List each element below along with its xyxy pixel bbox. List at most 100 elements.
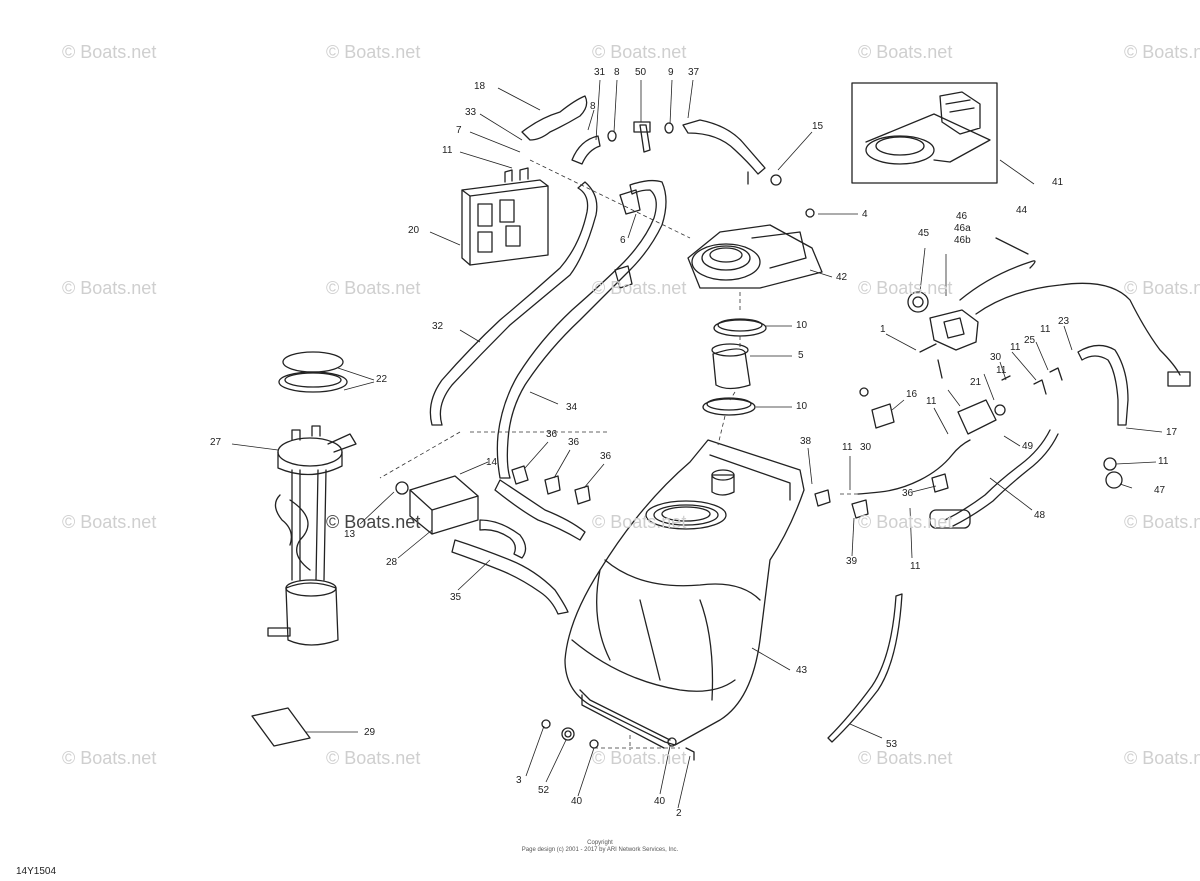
callout-44[interactable]: 44 <box>1016 205 1028 216</box>
callout-37[interactable]: 37 <box>688 67 700 78</box>
callout-47[interactable]: 47 <box>1154 485 1166 496</box>
callout-16[interactable]: 16 <box>906 389 918 400</box>
callout-7[interactable]: 7 <box>456 125 462 136</box>
watermark: © Boats.net <box>592 42 687 62</box>
callout-4[interactable]: 4 <box>862 209 868 220</box>
watermark: © Boats.net <box>326 512 421 532</box>
hose-34 <box>496 179 667 479</box>
watermark: © Boats.net <box>62 512 157 532</box>
watermark: © Boats.net <box>592 278 687 298</box>
callout-49[interactable]: 49 <box>1022 441 1034 452</box>
callout-21[interactable]: 21 <box>970 377 982 388</box>
diagram-code: 14Y1504 <box>16 866 57 877</box>
callout-11[interactable]: 11 <box>910 561 921 572</box>
callout-9[interactable]: 9 <box>668 67 674 78</box>
callout-23[interactable]: 23 <box>1058 316 1070 327</box>
callout-28[interactable]: 28 <box>386 557 398 568</box>
watermark: © Boats.net <box>326 42 421 62</box>
callout-36[interactable]: 36 <box>600 451 612 462</box>
leader-lines <box>231 79 1163 809</box>
callout-11[interactable]: 11 <box>1010 342 1021 353</box>
callout-32[interactable]: 32 <box>432 321 444 332</box>
callout-40[interactable]: 40 <box>571 796 583 807</box>
watermark: © Boats.net <box>858 512 953 532</box>
callout-53[interactable]: 53 <box>886 739 898 750</box>
callout-36[interactable]: 36 <box>902 488 914 499</box>
callout-10[interactable]: 10 <box>796 401 808 412</box>
callout-17[interactable]: 17 <box>1166 427 1178 438</box>
callout-1[interactable]: 1 <box>880 324 886 335</box>
callout-43[interactable]: 43 <box>796 665 808 676</box>
callout-8[interactable]: 8 <box>614 67 620 78</box>
callout-39[interactable]: 39 <box>846 556 858 567</box>
callout-11[interactable]: 11 <box>1040 324 1051 335</box>
callout-46b[interactable]: 46b <box>954 235 971 246</box>
watermark: © Boats.net <box>592 748 687 768</box>
callout-31[interactable]: 31 <box>594 67 606 78</box>
callout-11[interactable]: 11 <box>926 396 937 407</box>
callout-36[interactable]: 36 <box>546 429 558 440</box>
watermark: © Boats.net <box>1124 748 1200 768</box>
watermark: © Boats.net <box>326 748 421 768</box>
callout-6[interactable]: 6 <box>620 235 626 246</box>
callout-33[interactable]: 33 <box>465 107 477 118</box>
hose-32 <box>429 181 598 426</box>
sleeve-5 <box>712 348 751 390</box>
hose-18 <box>521 95 588 141</box>
callout-46a[interactable]: 46a <box>954 223 971 234</box>
callout-34[interactable]: 34 <box>566 402 578 413</box>
callout-20[interactable]: 20 <box>408 225 420 236</box>
callout-35[interactable]: 35 <box>450 592 462 603</box>
callout-14[interactable]: 14 <box>486 457 498 468</box>
callout-30[interactable]: 30 <box>860 442 872 453</box>
callout-40[interactable]: 40 <box>654 796 666 807</box>
callout-45[interactable]: 45 <box>918 228 930 239</box>
callout-18[interactable]: 18 <box>474 81 486 92</box>
callout-2[interactable]: 2 <box>676 808 682 819</box>
callout-5[interactable]: 5 <box>798 350 804 361</box>
callout-46[interactable]: 46 <box>956 211 968 222</box>
label-29 <box>251 707 311 747</box>
callout-52[interactable]: 52 <box>538 785 550 796</box>
fuel-pump-module-27 <box>267 351 357 646</box>
watermark: © Boats.net <box>62 42 157 62</box>
copyright-line-2: Page design (c) 2001 - 2017 by ARI Netwo… <box>521 847 679 853</box>
callout-8[interactable]: 8 <box>590 101 596 112</box>
callout-27[interactable]: 27 <box>210 437 222 448</box>
callout-13[interactable]: 13 <box>344 529 356 540</box>
dashed-guides <box>379 159 858 750</box>
callout-30[interactable]: 30 <box>990 352 1002 363</box>
callout-3[interactable]: 3 <box>516 775 522 786</box>
watermark: © Boats.net <box>1124 42 1200 62</box>
callout-50[interactable]: 50 <box>635 67 647 78</box>
watermark: © Boats.net <box>858 278 953 298</box>
callout-48[interactable]: 48 <box>1034 510 1046 521</box>
callout-38[interactable]: 38 <box>800 436 812 447</box>
hose-37 <box>682 119 766 175</box>
filler-neck-42 <box>687 224 823 289</box>
charcoal-canister <box>461 167 549 266</box>
watermark: © Boats.net <box>858 748 953 768</box>
callout-10[interactable]: 10 <box>796 320 808 331</box>
callout-36[interactable]: 36 <box>568 437 580 448</box>
callout-11[interactable]: 11 <box>842 442 853 453</box>
callout-41[interactable]: 41 <box>1052 177 1064 188</box>
watermark: © Boats.net <box>592 512 687 532</box>
callout-29[interactable]: 29 <box>364 727 376 738</box>
callout-42[interactable]: 42 <box>836 272 848 283</box>
watermark: © Boats.net <box>326 278 421 298</box>
callout-25[interactable]: 25 <box>1024 335 1036 346</box>
copyright-line-1: Copyright <box>587 840 613 846</box>
watermark: © Boats.net <box>1124 512 1200 532</box>
strap-53 <box>827 593 903 743</box>
callout-22[interactable]: 22 <box>376 374 388 385</box>
callout-15[interactable]: 15 <box>812 121 824 132</box>
callout-11[interactable]: 11 <box>1158 456 1169 467</box>
watermark: © Boats.net <box>62 278 157 298</box>
callout-11[interactable]: 11 <box>442 145 453 156</box>
callout-11[interactable]: 11 <box>996 365 1007 376</box>
watermark: © Boats.net <box>62 748 157 768</box>
watermark: © Boats.net <box>858 42 953 62</box>
